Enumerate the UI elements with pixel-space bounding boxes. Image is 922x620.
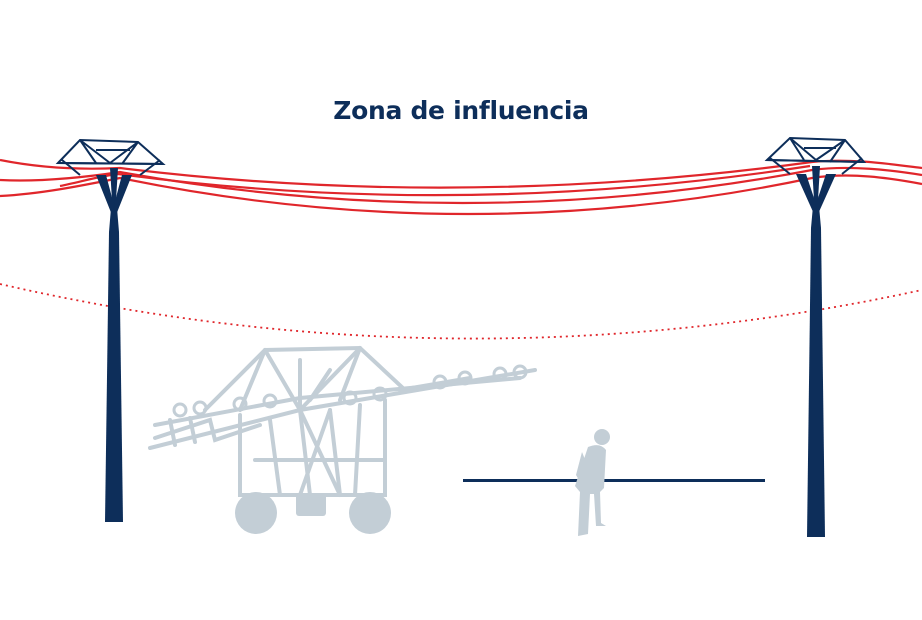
right-tower-icon <box>764 136 867 537</box>
ground-reference-line <box>463 479 765 482</box>
power-line-4 <box>59 164 811 197</box>
power-line-2 <box>0 166 922 205</box>
power-line-3 <box>0 174 922 216</box>
standing-person-icon <box>575 429 610 536</box>
diagram-title: Zona de influencia <box>333 96 589 125</box>
influence-zone-boundary <box>0 283 922 340</box>
irrigation-pivot-icon <box>148 345 537 534</box>
left-tower-icon <box>55 138 166 522</box>
